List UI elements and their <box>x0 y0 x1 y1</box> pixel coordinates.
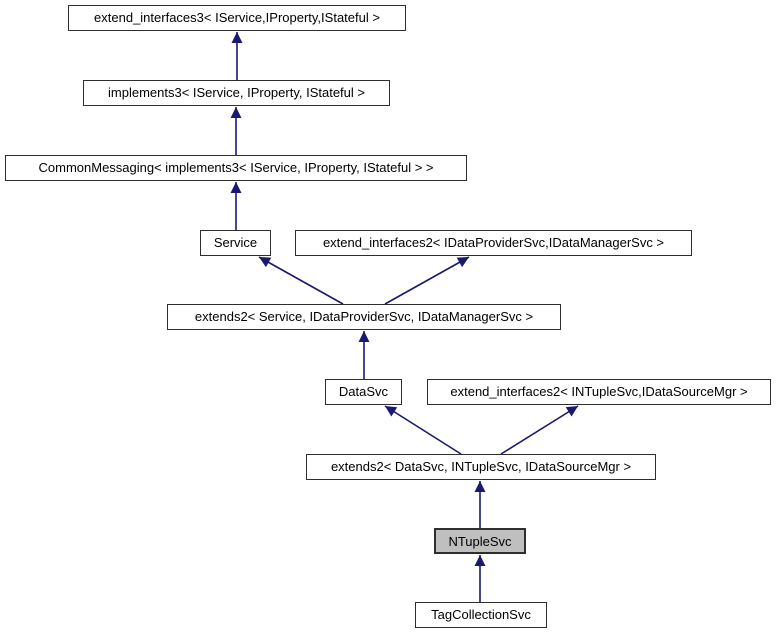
node-implements3[interactable]: implements3< IService, IProperty, IState… <box>83 80 390 106</box>
node-extends2-datasvc[interactable]: extends2< DataSvc, INTupleSvc, IDataSour… <box>306 454 656 480</box>
edge-extends2svc-to-extend-interfaces2 <box>384 256 470 305</box>
node-extend-interfaces2-intuple[interactable]: extend_interfaces2< INTupleSvc,IDataSour… <box>427 379 771 405</box>
node-extend-interfaces2-dataprovider[interactable]: extend_interfaces2< IDataProviderSvc,IDa… <box>295 230 692 256</box>
node-commonmessaging[interactable]: CommonMessaging< implements3< IService, … <box>5 155 467 181</box>
node-tagcollectionsvc[interactable]: TagCollectionSvc <box>415 602 547 628</box>
node-ntuplesvc: NTupleSvc <box>434 528 526 554</box>
node-extends2-service[interactable]: extends2< Service, IDataProviderSvc, IDa… <box>167 304 561 330</box>
node-datasvc[interactable]: DataSvc <box>325 379 402 405</box>
node-service[interactable]: Service <box>200 230 271 256</box>
node-extend-interfaces3[interactable]: extend_interfaces3< IService,IProperty,I… <box>68 5 406 31</box>
edge-extends2data-to-datasvc <box>384 405 462 455</box>
edge-extends2data-to-extend-interfaces2-intuple <box>500 405 579 455</box>
edge-extends2svc-to-service <box>258 256 344 305</box>
